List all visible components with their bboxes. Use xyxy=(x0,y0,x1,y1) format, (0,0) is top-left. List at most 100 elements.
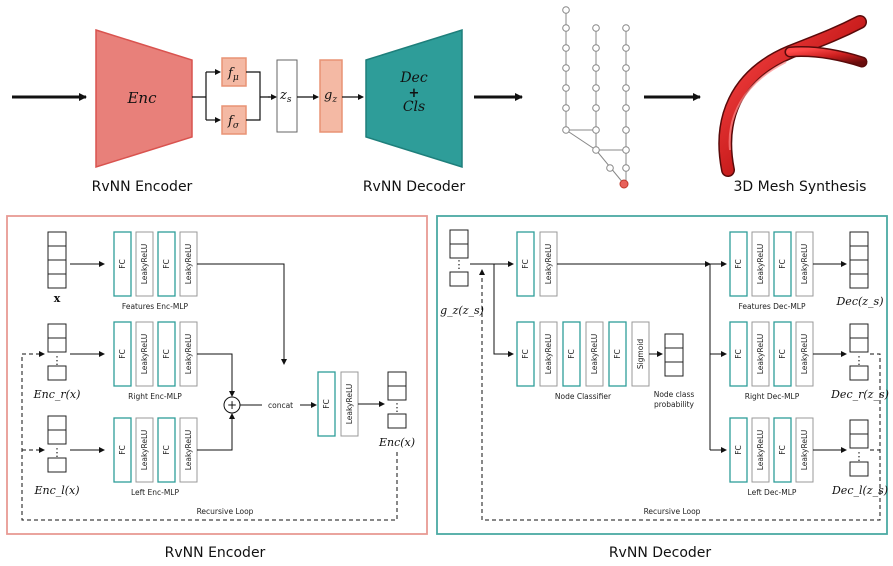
left-dec-mlp: FC LeakyReLU FC LeakyReLU xyxy=(729,417,814,483)
svg-text:FC: FC xyxy=(567,349,576,359)
svg-text:FC: FC xyxy=(118,349,127,359)
svg-text:FC: FC xyxy=(521,259,530,269)
svg-text:LeakyReLU: LeakyReLU xyxy=(140,334,149,375)
node-prob-label-2: probability xyxy=(654,400,695,409)
svg-text:FC: FC xyxy=(734,349,743,359)
right-enc-mlp-label: Right Enc-MLP xyxy=(128,392,182,401)
enc-l-label: Enc_l(x) xyxy=(33,484,79,497)
svg-text:LeakyReLU: LeakyReLU xyxy=(590,334,599,375)
decoder-plus: + xyxy=(409,86,420,101)
decoder-label: Dec xyxy=(399,70,428,86)
encoder-block xyxy=(95,28,193,169)
svg-text:LeakyReLU: LeakyReLU xyxy=(800,334,809,375)
g-z-box xyxy=(319,59,343,133)
concat-label: concat xyxy=(268,401,293,410)
svg-text:FC: FC xyxy=(118,445,127,455)
node-prob-label-1: Node class xyxy=(654,390,695,399)
decoder-loop-label: Recursive Loop xyxy=(644,507,701,516)
caption-rvnn-encoder: RvNN Encoder xyxy=(165,545,266,561)
x-label: x xyxy=(54,292,61,305)
caption-mesh-synthesis: 3D Mesh Synthesis xyxy=(734,179,867,195)
dec-output xyxy=(849,231,869,289)
svg-text:FC: FC xyxy=(521,349,530,359)
svg-text:⋮: ⋮ xyxy=(392,401,403,414)
encoder-input-x xyxy=(47,231,67,289)
features-enc-mlp: FC LeakyReLU FC LeakyReLU xyxy=(113,231,198,297)
svg-text:FC: FC xyxy=(162,349,171,359)
right-dec-mlp: FC LeakyReLU FC LeakyReLU xyxy=(729,321,814,387)
features-dec-mlp: FC LeakyReLU FC LeakyReLU xyxy=(729,231,814,297)
decoder-block xyxy=(365,28,463,169)
encoder-frame xyxy=(6,215,428,535)
caption-rvnn-decoder-top: RvNN Decoder xyxy=(363,179,466,195)
f-sigma-box xyxy=(221,105,247,135)
dec-output-label: Dec(z_s) xyxy=(835,295,883,308)
svg-text:FC: FC xyxy=(778,445,787,455)
features-dec-mlp-label: Features Dec-MLP xyxy=(738,302,806,311)
svg-text:⋮: ⋮ xyxy=(854,354,865,367)
top-pipeline: Enc fμ fσ zs gz Dec + Cls xyxy=(12,6,868,195)
f-sigma-label: fσ xyxy=(227,114,240,131)
encoder-panel: x FC LeakyReLU FC LeakyReLU Features Enc… xyxy=(6,215,428,561)
svg-text:FC: FC xyxy=(118,259,127,269)
dec-r-label: Dec_r(z_s) xyxy=(830,388,889,401)
svg-text:LeakyReLU: LeakyReLU xyxy=(756,334,765,375)
left-dec-mlp-label: Left Dec-MLP xyxy=(748,488,797,497)
svg-text:LeakyReLU: LeakyReLU xyxy=(756,430,765,471)
svg-text:LeakyReLU: LeakyReLU xyxy=(544,244,553,285)
svg-text:FC: FC xyxy=(162,259,171,269)
svg-text:LeakyReLU: LeakyReLU xyxy=(800,244,809,285)
svg-text:LeakyReLU: LeakyReLU xyxy=(345,384,354,425)
svg-text:FC: FC xyxy=(778,259,787,269)
enc-l-input xyxy=(47,415,67,473)
svg-text:⋮: ⋮ xyxy=(52,446,63,459)
enc-r-label: Enc_r(x) xyxy=(33,388,81,401)
caption-rvnn-encoder-top: RvNN Encoder xyxy=(92,179,193,195)
svg-text:LeakyReLU: LeakyReLU xyxy=(756,244,765,285)
f-mu-label: fμ xyxy=(227,66,239,83)
z-s-box xyxy=(276,59,298,133)
svg-text:⋮: ⋮ xyxy=(854,450,865,463)
svg-text:Sigmoid: Sigmoid xyxy=(636,339,645,370)
svg-text:LeakyReLU: LeakyReLU xyxy=(184,334,193,375)
svg-text:LeakyReLU: LeakyReLU xyxy=(184,244,193,285)
node-probability-output xyxy=(664,333,684,377)
svg-text:FC: FC xyxy=(778,349,787,359)
node-classifier: FC LeakyReLU FC LeakyReLU FC Sigmoid xyxy=(516,321,650,387)
svg-text:FC: FC xyxy=(613,349,622,359)
gz-input xyxy=(449,229,469,287)
encoder-label: Enc xyxy=(126,89,157,107)
features-enc-mlp-label: Features Enc-MLP xyxy=(122,302,189,311)
dec-l-label: Dec_l(z_s) xyxy=(831,484,888,497)
svg-text:FC: FC xyxy=(734,445,743,455)
svg-text:⋮: ⋮ xyxy=(52,354,63,367)
svg-text:LeakyReLU: LeakyReLU xyxy=(544,334,553,375)
svg-text:LeakyReLU: LeakyReLU xyxy=(140,430,149,471)
decoder-panel: ⋮ g_z(z_s) FC LeakyReLU FC LeakyReLU FC … xyxy=(436,215,889,561)
gz-label: g_z(z_s) xyxy=(440,304,484,317)
sum-plus: + xyxy=(227,398,237,412)
enc-x-output xyxy=(387,371,407,429)
left-enc-mlp: FC LeakyReLU FC LeakyReLU xyxy=(113,417,198,483)
encoder-recursive-loop xyxy=(21,351,398,521)
classifier-label: Cls xyxy=(403,99,425,115)
dec-features-branch: FC LeakyReLU xyxy=(516,231,558,297)
svg-text:FC: FC xyxy=(162,445,171,455)
svg-text:FC: FC xyxy=(734,259,743,269)
dec-l-output xyxy=(849,419,869,477)
decoder-frame xyxy=(436,215,888,535)
decoder-recursive-loop xyxy=(479,269,881,521)
left-enc-mlp-label: Left Enc-MLP xyxy=(131,488,179,497)
enc-x-label: Enc(x) xyxy=(378,436,415,449)
svg-text:⋮: ⋮ xyxy=(454,258,465,271)
svg-text:FC: FC xyxy=(322,399,331,409)
g-z-label: gz xyxy=(324,88,337,105)
right-dec-mlp-label: Right Dec-MLP xyxy=(745,392,800,401)
svg-text:LeakyReLU: LeakyReLU xyxy=(184,430,193,471)
svg-text:LeakyReLU: LeakyReLU xyxy=(140,244,149,285)
svg-text:LeakyReLU: LeakyReLU xyxy=(800,430,809,471)
dec-r-output xyxy=(849,323,869,381)
caption-rvnn-decoder: RvNN Decoder xyxy=(609,545,712,561)
encoder-loop-label: Recursive Loop xyxy=(197,507,254,516)
